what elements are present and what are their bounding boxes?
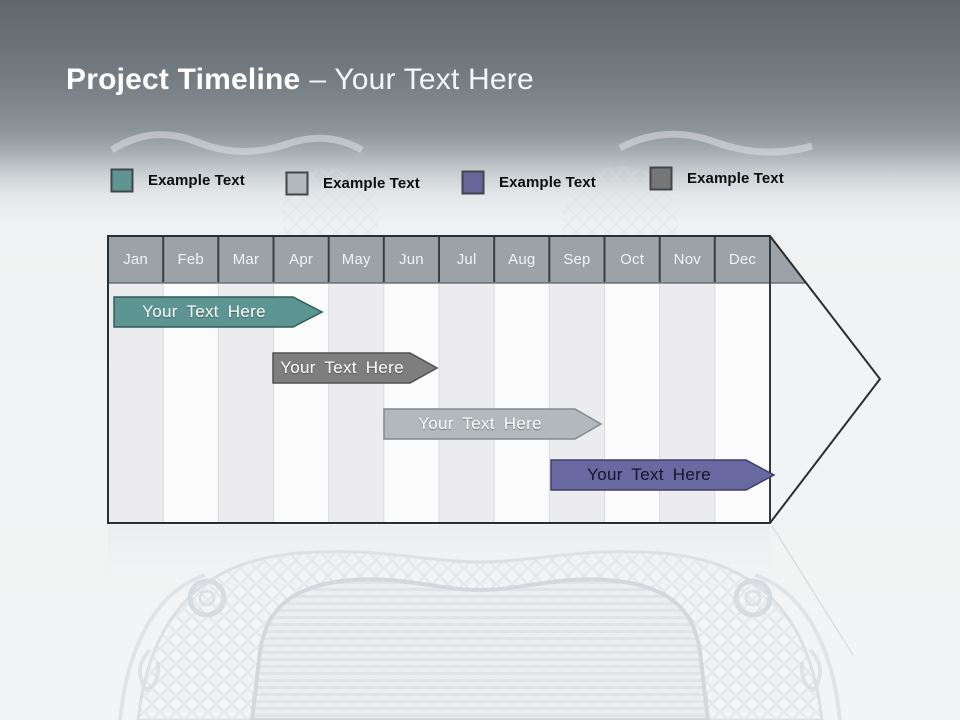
header-separators <box>162 237 716 282</box>
legend-swatch-purple <box>461 170 485 195</box>
timeline-bar-1[interactable] <box>113 296 324 328</box>
column-gridlines <box>162 284 716 522</box>
bar-label-3[interactable]: Your Text Here <box>418 414 542 433</box>
month-cell: Apr <box>289 250 314 268</box>
bar-label-4[interactable]: Your Text Here <box>587 465 711 484</box>
title-suffix: – Your Text Here <box>309 63 534 96</box>
month-cell: Jun <box>399 250 424 268</box>
month-cell: Oct <box>620 250 645 268</box>
month-cell: Aug <box>508 250 536 268</box>
slide-title[interactable]: Project Timeline– Your Text Here <box>66 58 534 102</box>
bar-label-2[interactable]: Your Text Here <box>280 358 404 377</box>
legend-item-gray[interactable]: Example Text <box>649 166 784 191</box>
month-header-band <box>108 236 807 283</box>
legend-label[interactable]: Example Text <box>148 172 245 189</box>
legend-swatch-teal <box>110 168 134 193</box>
timeline-bar-2[interactable] <box>272 352 439 384</box>
legend-swatch-silver <box>285 171 309 196</box>
reflection-tip-line <box>771 525 854 656</box>
legend-swatch-gray <box>649 166 673 191</box>
month-cell: Feb <box>177 250 204 268</box>
month-cell: Dec <box>728 250 757 268</box>
month-cell: Nov <box>673 250 701 268</box>
month-header-row: Jan Feb Mar Apr May Jun Jul Aug Sep Oct … <box>108 235 770 283</box>
title-primary: Project Timeline <box>66 63 301 96</box>
legend-label[interactable]: Example Text <box>499 174 596 191</box>
legend-label[interactable]: Example Text <box>687 170 784 187</box>
timeline-border <box>107 235 882 524</box>
timeline-bar-4[interactable] <box>550 459 776 491</box>
legend-item-teal[interactable]: Example Text <box>110 168 245 193</box>
legend-item-silver[interactable]: Example Text <box>285 171 420 196</box>
bar-label-1[interactable]: Your Text Here <box>142 302 266 321</box>
month-cell: Sep <box>563 250 591 268</box>
legend-label[interactable]: Example Text <box>323 175 420 192</box>
legend-item-purple[interactable]: Example Text <box>461 170 596 195</box>
month-cell: May <box>341 250 371 268</box>
month-cell: Jan <box>123 250 148 268</box>
month-cell: Mar <box>232 250 260 268</box>
timeline-bar-3[interactable] <box>383 408 603 440</box>
month-cell: Jul <box>456 250 477 268</box>
timeline-reflection <box>108 525 770 577</box>
